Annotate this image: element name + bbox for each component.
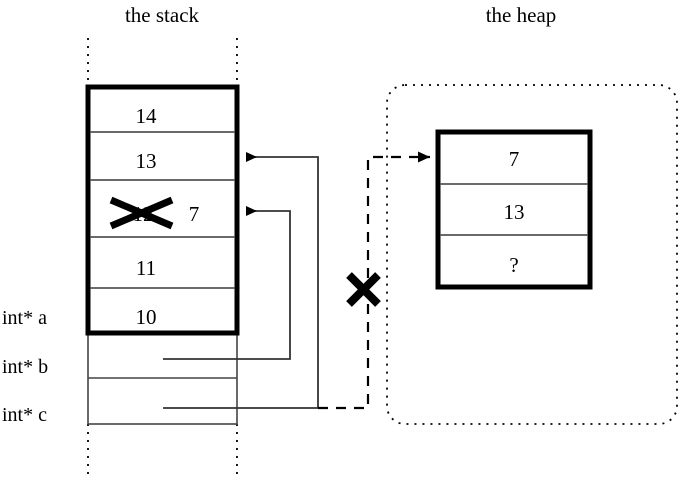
- variable-label-c: int* c: [2, 404, 47, 426]
- strikeout-mark: [109, 196, 174, 230]
- stack-cell-value-2-new: 7: [189, 202, 200, 226]
- heap-title: the heap: [486, 3, 557, 27]
- pointer-line-c-stack: [163, 152, 319, 409]
- pointer-line-c-heap-broken: [318, 151, 430, 410]
- stack-value-frame: [85, 84, 240, 336]
- variable-label-b: int* b: [2, 356, 48, 378]
- broken-link-x-marker: [346, 272, 381, 307]
- heap-block-frame: [435, 129, 593, 290]
- heap-cell-value-0: 7: [509, 147, 520, 171]
- stack-cell-value-1: 13: [136, 149, 157, 173]
- pointer-line-b: [163, 206, 291, 360]
- stack-cell-value-0: 14: [136, 104, 158, 128]
- heap-cell-value-1: 13: [504, 200, 525, 224]
- heap-cell-value-2: ?: [509, 253, 518, 277]
- stack-cell-value-4: 10: [136, 305, 157, 329]
- stack-title: the stack: [125, 3, 200, 27]
- stack-cell-value-3: 11: [136, 256, 156, 280]
- heap-region-boundary: [386, 84, 678, 425]
- variable-label-a: int* a: [2, 307, 47, 329]
